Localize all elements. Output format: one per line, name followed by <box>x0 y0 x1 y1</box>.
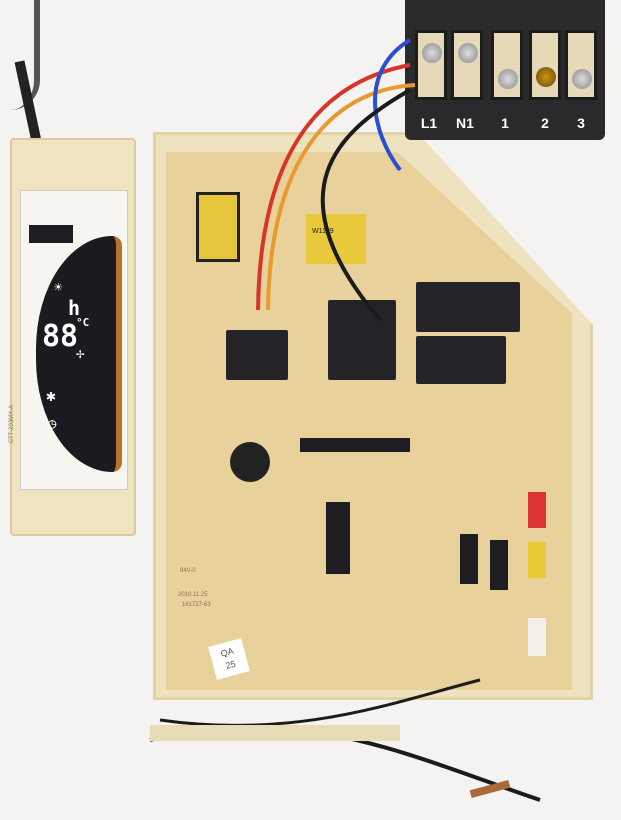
sensor-tube <box>150 725 400 741</box>
terminal-l1[interactable] <box>415 30 447 100</box>
transformer <box>196 192 240 262</box>
lcd-digits: 88 <box>42 319 79 354</box>
screw-icon <box>458 43 478 63</box>
relay-marking: W1109 <box>312 228 334 235</box>
ic-strip <box>300 438 410 452</box>
temperature-probe <box>469 779 511 799</box>
buzzer <box>230 442 270 482</box>
snowflake-icon: ✱ <box>46 386 56 405</box>
relay <box>328 300 396 380</box>
relay-small <box>416 336 506 384</box>
terminal-2[interactable] <box>529 30 561 100</box>
ic-right-1 <box>460 534 478 584</box>
label-n1: N1 <box>456 115 474 131</box>
connector-red <box>528 492 546 528</box>
wire-orange <box>266 83 416 311</box>
microcontroller <box>326 502 350 574</box>
label-2: 2 <box>541 115 549 131</box>
lcd-celsius: °C <box>76 316 90 329</box>
board-date: 2010.11.25 <box>178 592 208 598</box>
lcd-hours: h <box>68 296 81 320</box>
relay-left <box>226 330 288 380</box>
driver-chip <box>29 225 73 243</box>
screw-icon <box>536 67 556 87</box>
clock-icon: ◷ <box>48 416 57 432</box>
board-code: 161727-63 <box>182 602 211 608</box>
connector-yellow <box>528 542 546 578</box>
terminal-3[interactable] <box>565 30 597 100</box>
terminal-block: L1 N1 1 2 3 <box>405 0 605 140</box>
terminal-1[interactable] <box>491 30 523 100</box>
terminal-n1[interactable] <box>451 30 483 100</box>
sensor-cable <box>0 0 40 110</box>
label-1: 1 <box>501 115 509 131</box>
screw-icon <box>422 43 442 63</box>
relay-bank <box>416 282 520 332</box>
screw-icon <box>498 69 518 89</box>
sensor-wire-2 <box>159 678 481 727</box>
ic-right-2 <box>490 540 508 590</box>
connector-white <box>528 618 546 656</box>
label-l1: L1 <box>420 115 438 131</box>
cert-mark: 94V-0 <box>180 568 196 574</box>
wire-black <box>320 88 411 322</box>
screw-icon <box>572 69 592 89</box>
label-3: 3 <box>577 115 585 131</box>
fan-icon: ✢ <box>76 346 85 362</box>
wire-blue <box>373 38 412 172</box>
sun-icon: ☀ <box>54 280 63 296</box>
